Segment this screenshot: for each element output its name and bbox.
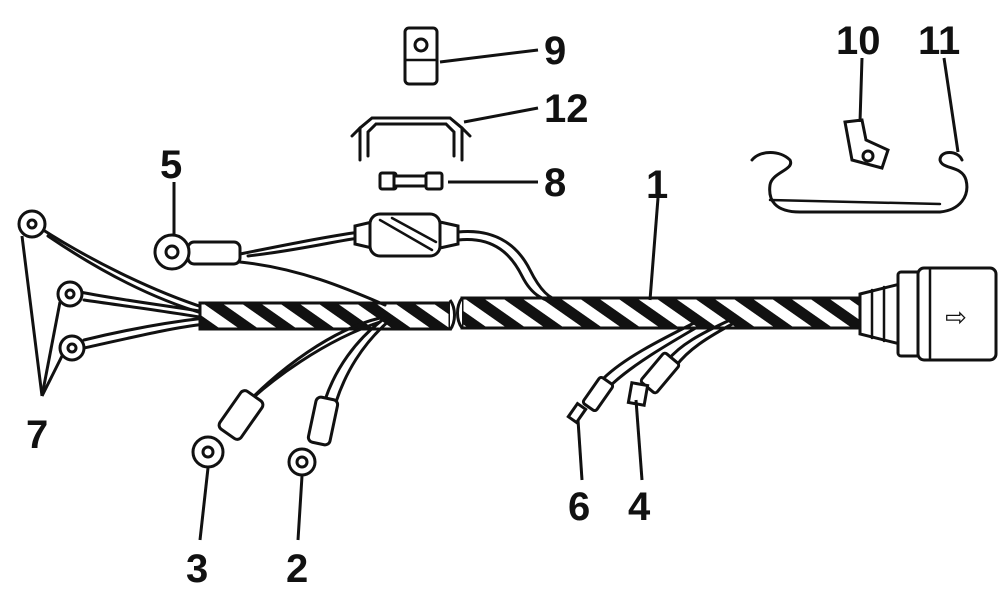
fuse-part-8 [378, 171, 444, 191]
leader-lines [20, 48, 960, 541]
bracket-part-10 [843, 118, 890, 170]
connector-arrow-icon: ⇨ [945, 303, 967, 333]
bullet-terminals-4-6 [566, 318, 738, 425]
retainer-wire-11 [750, 151, 969, 214]
callout-12: 12 [544, 87, 589, 131]
callout-4: 4 [628, 485, 651, 529]
callout-3: 3 [186, 547, 208, 591]
callout-5: 5 [160, 143, 182, 187]
ring-terminals-2-3 [191, 316, 392, 477]
callout-8: 8 [544, 161, 566, 205]
callout-2: 2 [286, 547, 308, 591]
callout-labels: 1 2 3 4 5 6 7 8 9 10 11 12 [26, 19, 960, 591]
callout-9: 9 [544, 29, 566, 73]
staple-clip-12 [350, 116, 472, 162]
main-harness-sleeve [198, 296, 864, 331]
callout-11: 11 [918, 19, 960, 63]
ring-terminals-7 [17, 209, 207, 362]
callout-7: 7 [26, 413, 48, 457]
callout-6: 6 [568, 485, 590, 529]
callout-1: 1 [646, 163, 668, 207]
ring-terminal-5-and-fuse [153, 212, 562, 307]
clip-part-9 [403, 26, 439, 86]
callout-10: 10 [836, 19, 881, 63]
harness-connector: ⇨ [858, 266, 998, 362]
